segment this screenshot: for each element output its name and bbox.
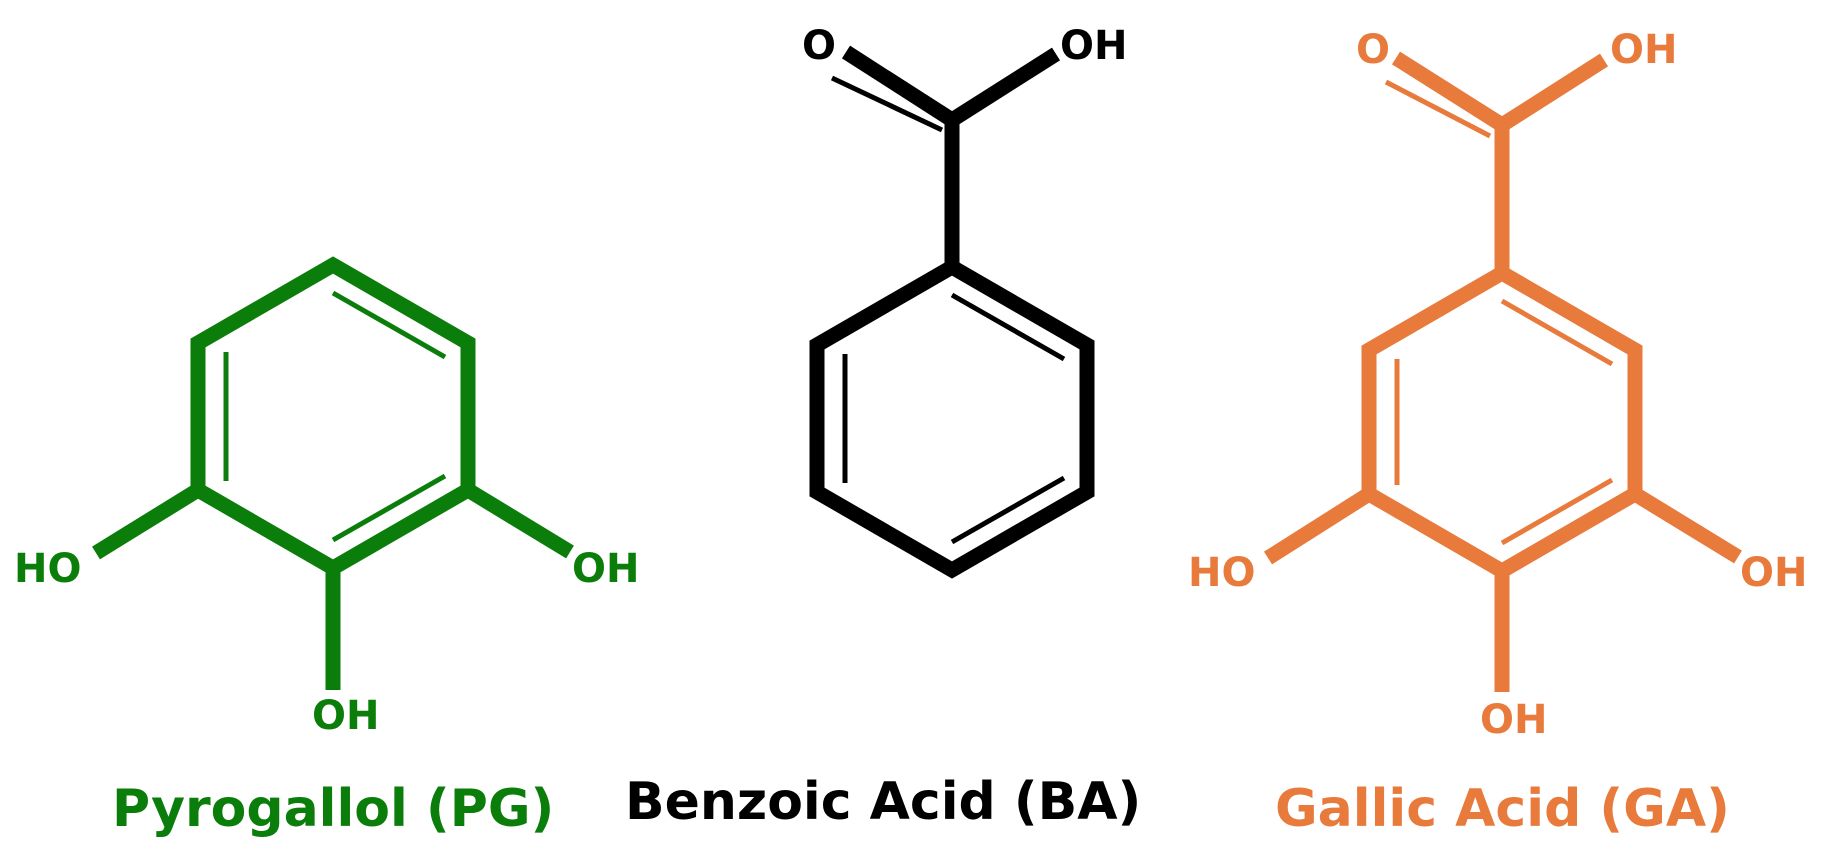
ga-bond-oh-right bbox=[1631, 487, 1742, 564]
ba-inner-bond bbox=[950, 292, 1066, 362]
ba-bond-c-oh bbox=[947, 47, 1061, 127]
pg-inner-bond bbox=[331, 290, 447, 360]
ga-label-o: O bbox=[1356, 27, 1390, 73]
ga-bond-c-o-inner bbox=[1384, 79, 1492, 139]
pg-label-oh-bottom: OH bbox=[312, 693, 379, 739]
gallic-acid-structure bbox=[1263, 51, 1742, 692]
ga-bond-c-oh bbox=[1497, 53, 1609, 132]
ba-label-o: O bbox=[802, 23, 836, 69]
ga-inner-bond bbox=[1500, 477, 1614, 546]
ga-inner-bond bbox=[1500, 298, 1614, 367]
pg-label-oh-right: OH bbox=[572, 546, 639, 592]
ga-bond-oh-left bbox=[1263, 487, 1374, 565]
pg-bond-oh-right bbox=[464, 483, 574, 559]
ga-ring bbox=[1361, 264, 1643, 580]
pg-label-ho-left: HO bbox=[14, 546, 81, 592]
ba-label-oh: OH bbox=[1060, 23, 1127, 69]
ga-label-oh-bottom: OH bbox=[1480, 697, 1547, 743]
pg-caption: Pyrogallol (PG) bbox=[112, 779, 554, 839]
ba-ring bbox=[809, 258, 1095, 579]
ba-bond-c-o-inner bbox=[830, 75, 944, 133]
ga-label-ho-left: HO bbox=[1188, 550, 1255, 596]
pg-ring bbox=[190, 256, 476, 577]
ba-bond-c-o-outer bbox=[841, 45, 957, 127]
ga-bond-c-o-outer bbox=[1391, 51, 1507, 132]
ba-inner-bond bbox=[950, 475, 1066, 545]
ga-label-oh-top: OH bbox=[1610, 27, 1677, 73]
pyrogallol-structure bbox=[92, 256, 574, 690]
benzoic-acid-structure bbox=[809, 45, 1095, 579]
ga-caption: Gallic Acid (GA) bbox=[1275, 779, 1730, 839]
ga-label-oh-right: OH bbox=[1740, 550, 1807, 596]
ba-caption: Benzoic Acid (BA) bbox=[625, 772, 1141, 832]
pg-bond-oh-left bbox=[92, 483, 202, 560]
pg-inner-bond bbox=[331, 473, 447, 543]
